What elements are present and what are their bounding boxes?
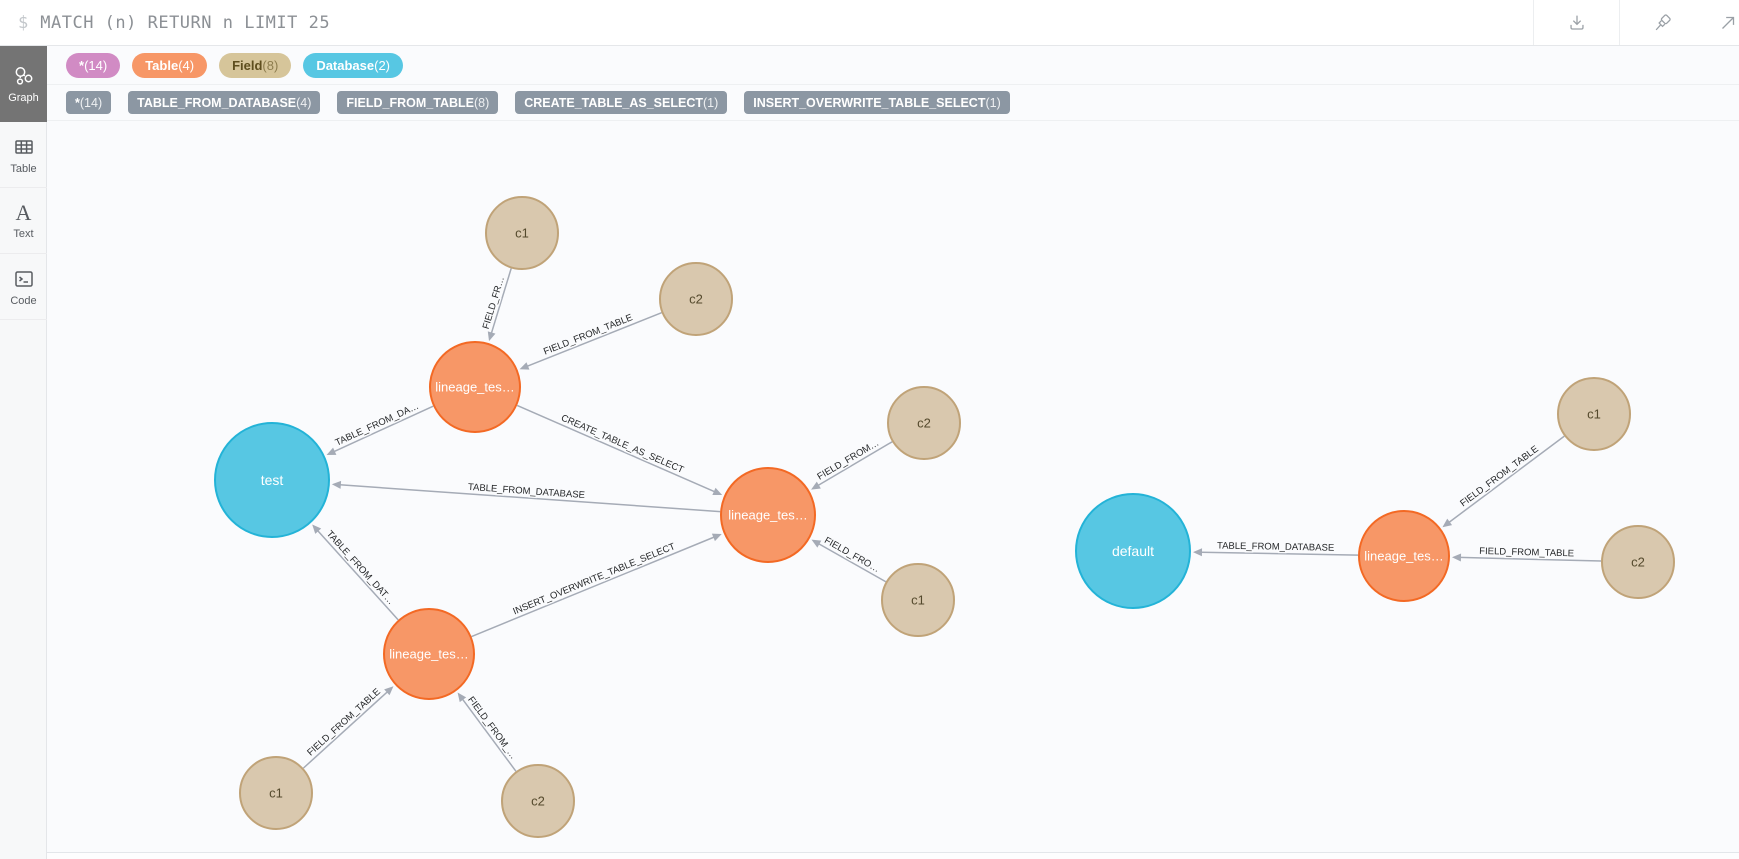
text-icon: A xyxy=(15,199,32,225)
rel-type-pill-INSERT_OVERWRITE_TABLE_SELECT[interactable]: INSERT_OVERWRITE_TABLE_SELECT(1) xyxy=(744,91,1010,114)
pill-label: FIELD_FROM_TABLE xyxy=(346,95,474,110)
graph-edge-field_from_table[interactable]: FIELD_FROM_TABLE xyxy=(1451,544,1602,562)
rel-type-pill-all[interactable]: *(14) xyxy=(66,91,112,114)
edge-label: TABLE_FROM_DATABASE xyxy=(1217,541,1334,554)
query-editor-bar: $ MATCH (n) RETURN n LIMIT 25 xyxy=(0,0,1739,46)
pill-label: INSERT_OVERWRITE_TABLE_SELECT xyxy=(753,95,986,110)
node-label-pill-Table[interactable]: Table(4) xyxy=(132,52,208,78)
view-switcher-sidebar: Graph Table A Text Code xyxy=(0,46,47,859)
graph-node-c1_bottom[interactable]: c1 xyxy=(239,756,313,830)
pill-count: (4) xyxy=(178,57,195,73)
pill-count: (1) xyxy=(985,95,1001,110)
edge-label: FIELD_FROM_TABLE xyxy=(305,686,383,758)
pill-count: (2) xyxy=(374,57,391,73)
graph-edge-field_from_table[interactable]: FIELD_FROM_TABLE xyxy=(1442,435,1565,528)
edge-label: TABLE_FROM_DA… xyxy=(334,401,421,449)
sidebar-item-graph[interactable]: Graph xyxy=(0,46,47,122)
node-label-pill-Field[interactable]: Field(8) xyxy=(219,52,292,78)
pill-label: Table xyxy=(145,57,179,73)
download-icon xyxy=(1569,15,1584,30)
graph-edge-field_from[interactable]: FIELD_FROM… xyxy=(811,436,893,490)
graph-node-table_top[interactable]: lineage_tes… xyxy=(429,341,521,433)
prompt-symbol: $ xyxy=(18,12,29,33)
edge-label: FIELD_FR… xyxy=(481,275,507,330)
graph-edge-field_from_table[interactable]: FIELD_FROM_TABLE xyxy=(519,311,662,370)
graph-node-db_default[interactable]: default xyxy=(1075,493,1191,609)
graph-node-c1_mid[interactable]: c1 xyxy=(881,563,955,637)
edge-label: CREATE_TABLE_AS_SELECT xyxy=(559,413,685,476)
pin-icon xyxy=(1655,13,1671,30)
graph-edge-table_from_da[interactable]: TABLE_FROM_DA… xyxy=(326,399,434,456)
graph-node-db_test[interactable]: test xyxy=(214,422,330,538)
table-icon xyxy=(14,139,33,154)
rel-type-pill-TABLE_FROM_DATABASE[interactable]: TABLE_FROM_DATABASE(4) xyxy=(128,91,321,114)
rel-type-pill-CREATE_TABLE_AS_SELECT[interactable]: CREATE_TABLE_AS_SELECT(1) xyxy=(515,91,728,114)
frame-divider xyxy=(47,852,1739,853)
pill-count: (8) xyxy=(262,57,279,73)
graph-node-c1_top[interactable]: c1 xyxy=(485,196,559,270)
graph-node-c2_bottom[interactable]: c2 xyxy=(501,764,575,838)
sidebar-item-label: Text xyxy=(13,227,34,240)
graph-edge-create_table_as_select[interactable]: CREATE_TABLE_AS_SELECT xyxy=(516,404,723,496)
graph-edge-field_from_table[interactable]: FIELD_FROM_TABLE xyxy=(302,685,394,769)
pill-count: (1) xyxy=(702,95,719,110)
pill-count: (14) xyxy=(84,57,108,73)
graph-edge-table_from_database[interactable]: TABLE_FROM_DATABASE xyxy=(1192,539,1359,557)
rel-type-pill-FIELD_FROM_TABLE[interactable]: FIELD_FROM_TABLE(8) xyxy=(337,91,499,114)
edge-label: INSERT_OVERWRITE_TABLE_SELECT xyxy=(511,541,677,617)
pill-label: Database xyxy=(316,57,375,73)
edge-label: FIELD_FRO… xyxy=(822,535,881,575)
editor-actions xyxy=(1533,0,1739,45)
graph-visualization: FIELD_FR… FIELD_FROM_TABLE TABLE_FROM_DA… C… xyxy=(214,196,1675,838)
graph-node-c2_mid[interactable]: c2 xyxy=(887,386,961,460)
relationship-type-legend: *(14) TABLE_FROM_DATABASE(4) FIELD_FROM_TA… xyxy=(47,85,1739,121)
graph-node-table_mid[interactable]: lineage_tes… xyxy=(720,467,816,563)
expand-icon xyxy=(1722,16,1735,29)
edge-label: FIELD_FROM_TABLE xyxy=(1479,546,1574,559)
pill-label: * xyxy=(79,57,85,73)
pill-label: * xyxy=(75,95,80,110)
node-label-pill-Database[interactable]: Database(2) xyxy=(303,52,404,78)
edge-label: FIELD_FROM_… xyxy=(465,695,518,762)
graph-icon xyxy=(15,66,32,85)
pill-count: (14) xyxy=(79,95,103,110)
query-input[interactable]: $ MATCH (n) RETURN n LIMIT 25 xyxy=(0,0,1533,45)
query-text: MATCH (n) RETURN n LIMIT 25 xyxy=(40,12,331,33)
graph-edge-field_fr[interactable]: FIELD_FR… xyxy=(479,268,512,342)
graph-node-c2_top[interactable]: c2 xyxy=(659,262,733,336)
next-frame-sliver xyxy=(47,853,1739,859)
pin-button[interactable] xyxy=(1619,0,1705,45)
sidebar-item-code[interactable]: Code xyxy=(0,254,47,320)
sidebar-item-label: Graph xyxy=(8,91,39,104)
graph-edge-field_fro[interactable]: FIELD_FRO… xyxy=(811,534,887,583)
pill-label: CREATE_TABLE_AS_SELECT xyxy=(524,95,703,110)
graph-node-c1_right[interactable]: c1 xyxy=(1557,377,1631,451)
node-label-legend: *(14) Table(4) Field(8) Database(2) xyxy=(47,46,1739,85)
graph-node-table_bottom[interactable]: lineage_tes… xyxy=(383,608,475,700)
graph-edge-table_from_dat[interactable]: TABLE_FROM_DAT… xyxy=(312,524,399,621)
pill-count: (8) xyxy=(473,95,490,110)
sidebar-item-label: Table xyxy=(10,162,37,175)
sidebar-item-table[interactable]: Table xyxy=(0,122,47,188)
sidebar-item-label: Code xyxy=(10,294,37,307)
pill-count: (4) xyxy=(296,95,312,110)
graph-node-c2_right[interactable]: c2 xyxy=(1601,525,1675,599)
pill-label: TABLE_FROM_DATABASE xyxy=(137,95,297,110)
download-button[interactable] xyxy=(1533,0,1619,45)
edge-label: FIELD_FROM_TABLE xyxy=(542,312,634,357)
edge-label: TABLE_FROM_DAT… xyxy=(324,529,396,607)
graph-node-table_right[interactable]: lineage_tes… xyxy=(1358,510,1450,602)
graph-edge-field_from_[interactable]: FIELD_FROM_… xyxy=(457,692,520,772)
node-label-pill-all[interactable]: *(14) xyxy=(66,52,121,78)
graph-canvas[interactable]: *(14)Table(4)Field(8)Database(2) *(14)TA… xyxy=(47,46,1739,859)
expand-button[interactable] xyxy=(1705,0,1739,45)
code-icon xyxy=(14,270,33,287)
graph-edge-insert_overwrite_table_select[interactable]: INSERT_OVERWRITE_TABLE_SELECT xyxy=(471,533,722,638)
graph-edge-table_from_database[interactable]: TABLE_FROM_DATABASE xyxy=(331,480,721,513)
edge-label: FIELD_FROM… xyxy=(815,438,881,483)
pill-label: Field xyxy=(232,57,263,73)
edge-label: FIELD_FROM_TABLE xyxy=(1458,444,1541,510)
sidebar-item-text[interactable]: A Text xyxy=(0,188,47,254)
